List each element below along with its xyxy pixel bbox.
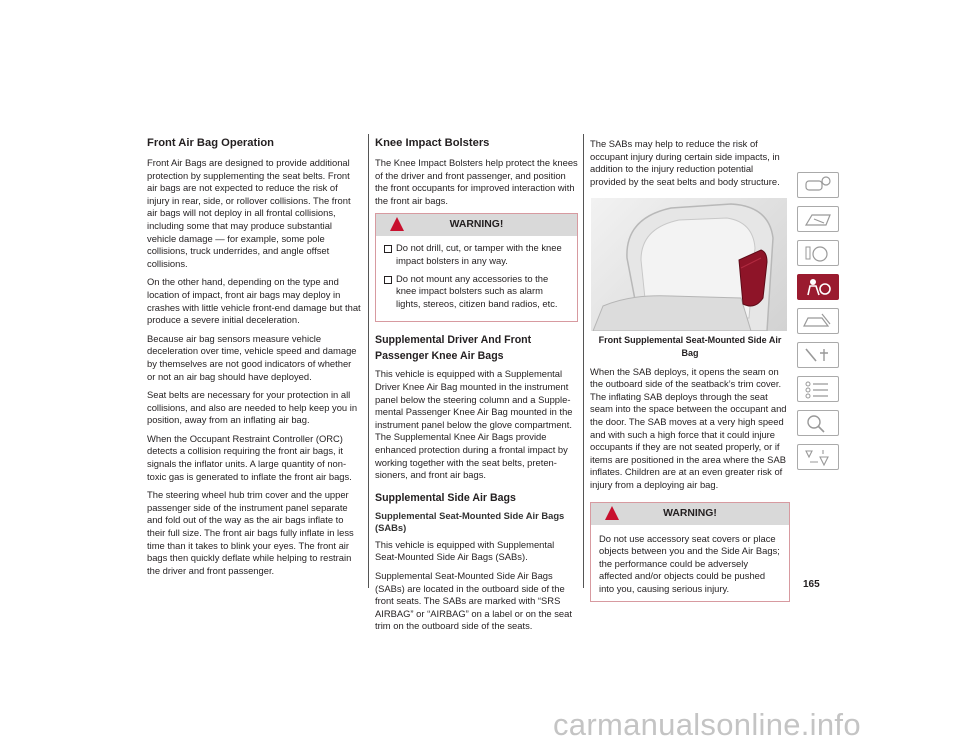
- airbag-safety-icon: [807, 279, 831, 296]
- tab-instrument-panel[interactable]: [797, 206, 839, 232]
- paragraph: This vehicle is equipped with Supplement…: [375, 538, 555, 563]
- paragraph: The Knee Impact Bolsters help protect th…: [375, 157, 578, 206]
- driving-car-icon: [803, 313, 831, 327]
- checkbox-bullet-icon: [384, 275, 392, 284]
- warning-item-text: Do not drill, cut, or tamper with the kn…: [396, 242, 562, 266]
- language-icon: [805, 450, 829, 467]
- page-number: 165: [803, 579, 820, 590]
- search-index-icon: [807, 415, 825, 433]
- paragraph: This vehicle is equipped with a Suppleme…: [375, 368, 573, 481]
- column-divider: [368, 134, 369, 588]
- tab-technical-specifications[interactable]: [797, 376, 839, 402]
- warning-item-text: Do not mount any accessories to the knee…: [396, 272, 558, 309]
- section-heading: Front Air Bag Operation: [147, 137, 275, 149]
- column-side-airbags: The SABs may help to reduce the risk of …: [590, 138, 790, 612]
- paragraph: Supplemental Seat-Mounted Side Air Bags …: [375, 570, 572, 632]
- paragraph: The steering wheel hub trim cover and th…: [147, 489, 354, 576]
- dashboard-message-icon: [804, 214, 831, 226]
- paragraph: On the other hand, depending on the type…: [147, 276, 361, 326]
- service-checklist-icon: [805, 381, 828, 399]
- warning-title: WARNING!: [449, 219, 504, 231]
- warning-triangle-icon: [390, 217, 404, 232]
- warning-box: WARNING! Do not use accessory seat cover…: [590, 501, 790, 603]
- tab-getting-to-know-vehicle[interactable]: [797, 172, 839, 198]
- column-knee-bolsters: Knee Impact Bolsters The Knee Impact Bol…: [375, 136, 578, 639]
- steering-wheel-controls-icon: [805, 246, 828, 262]
- section-heading: Supplemental Driver And Front Passenger …: [375, 334, 532, 363]
- section-heading: Supplemental Side Air Bags: [375, 491, 516, 504]
- tab-safety[interactable]: [797, 274, 839, 300]
- paragraph: The SABs may help to reduce the risk of …: [590, 138, 780, 187]
- car-overview-icon: [805, 176, 831, 191]
- subsection-heading: Supplemental Seat-Mounted Side Air Bags …: [375, 509, 565, 534]
- warning-triangle-icon: [605, 505, 619, 520]
- footer-watermark: carmanualsonline.info: [553, 707, 861, 742]
- paragraph: When the SAB deploys, it opens the seam …: [590, 365, 787, 490]
- column-divider: [583, 134, 584, 588]
- paragraph: Seat belts are necessary for your protec…: [147, 389, 358, 426]
- warning-header: WARNING!: [591, 502, 789, 525]
- warning-header: WARNING!: [376, 214, 577, 237]
- tab-servicing-maintenance[interactable]: [797, 342, 839, 368]
- warning-text: Do not use accessory seat covers or plac…: [599, 532, 780, 594]
- figure-caption: Front Supplemental Seat-Mounted Side Air…: [598, 335, 782, 358]
- paragraph: When the Occupant Restraint Controller (…: [147, 432, 352, 482]
- warning-item: Do not drill, cut, or tamper with the kn…: [384, 242, 570, 267]
- paragraph: Because air bag sensors measure vehicle …: [147, 332, 357, 382]
- column-front-airbag: Front Air Bag Operation Front Air Bags a…: [147, 136, 362, 583]
- tab-languages[interactable]: [797, 444, 839, 470]
- section-heading: Knee Impact Bolsters: [375, 137, 490, 149]
- tab-in-case-of-emergency[interactable]: [797, 308, 839, 334]
- warning-title: WARNING!: [663, 507, 717, 519]
- tab-index[interactable]: [797, 410, 839, 436]
- paragraph: Front Air Bags are designed to provide a…: [147, 157, 351, 269]
- warning-box: WARNING! Do not drill, cut, or tamper wi…: [375, 213, 578, 323]
- checkbox-bullet-icon: [384, 245, 392, 254]
- seat-airbag-illustration: [591, 198, 787, 332]
- emergency-tools-icon: [805, 348, 828, 362]
- tab-starting-operating[interactable]: [797, 240, 839, 266]
- warning-item: Do not mount any accessories to the knee…: [384, 273, 570, 311]
